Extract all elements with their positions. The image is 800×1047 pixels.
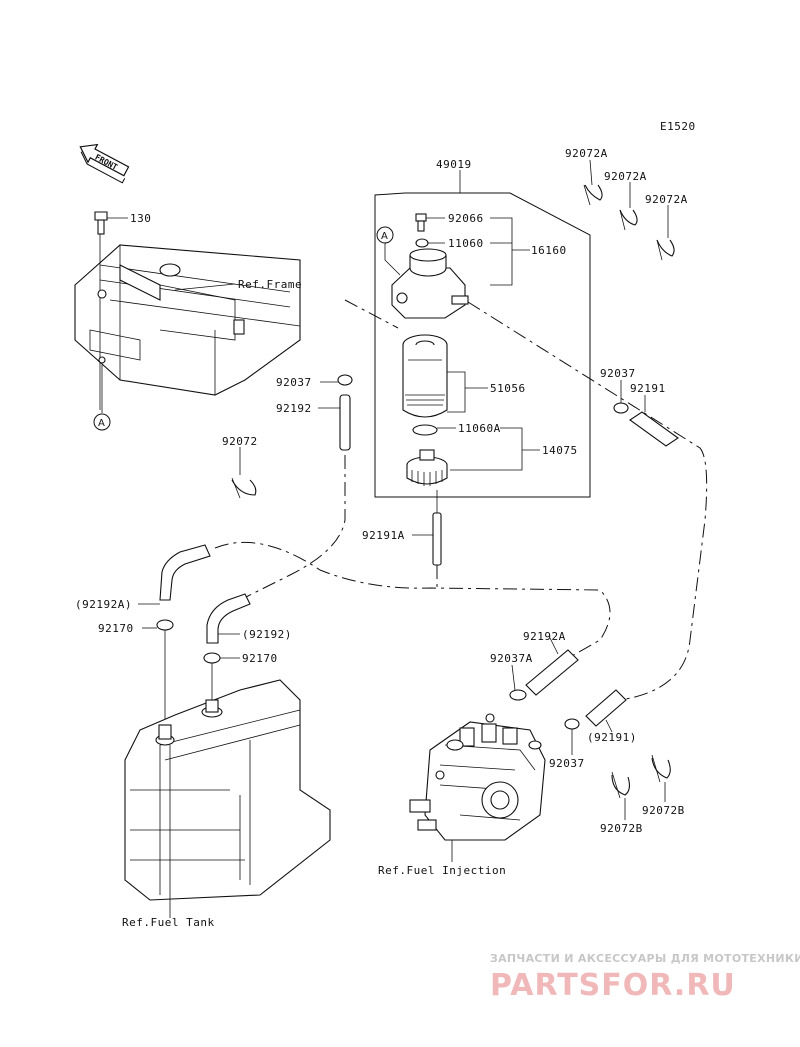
callout-ref-fuel-tank: Ref.Fuel Tank	[122, 916, 215, 929]
callout-49019: 49019	[436, 158, 472, 171]
hose-92191a	[432, 490, 442, 566]
clamp-92072b-2	[651, 754, 671, 802]
callout-92072b-1: 92072B	[600, 822, 643, 835]
filter-element-51056	[402, 334, 448, 418]
clamp-92037-bottom	[564, 718, 580, 755]
bolt-130	[94, 211, 128, 235]
clamp-92170-2	[203, 652, 240, 700]
callout-92192: 92192	[276, 402, 312, 415]
clamp-92170-1	[142, 619, 174, 722]
assembly-bracket-49019	[374, 192, 591, 498]
clamp-92037-right	[613, 380, 629, 414]
callout-92192a-paren: (92192A)	[75, 598, 132, 611]
callout-51056: 51056	[490, 382, 526, 395]
callout-14075: 14075	[542, 444, 578, 457]
fuel-line-outlet	[467, 301, 708, 701]
bolt-92066	[415, 213, 445, 232]
callout-130: 130	[130, 212, 151, 225]
callout-11060a: 11060A	[458, 422, 501, 435]
fuel-injection-pump	[409, 713, 546, 841]
callout-11060: 11060	[448, 237, 484, 250]
bowl-14075	[406, 449, 448, 486]
hose-92191-paren	[585, 689, 627, 733]
diagram-code: E1520	[660, 120, 696, 133]
washer-11060	[415, 238, 429, 248]
callout-92170-1: 92170	[98, 622, 134, 635]
callout-ref-fuel-injection: Ref.Fuel Injection	[378, 864, 506, 877]
callout-92072b-2: 92072B	[642, 804, 685, 817]
filter-head-16160	[391, 248, 469, 319]
callout-92192a: 92192A	[523, 630, 566, 643]
fuel-tank	[124, 679, 331, 901]
callout-92191: 92191	[630, 382, 666, 395]
clamp-92072	[231, 447, 257, 499]
fuel-line-return	[214, 541, 611, 661]
frame-section	[74, 230, 301, 410]
callout-92037-left: 92037	[276, 376, 312, 389]
callout-92066: 92066	[448, 212, 484, 225]
callout-92037-bottom: 92037	[549, 757, 585, 770]
callout-92072a-2: 92072A	[604, 170, 647, 183]
front-arrow-icon: FRONT	[79, 143, 130, 184]
clamp-92037-left	[320, 374, 353, 386]
watermark-brand: PARTSFOR.RU	[490, 968, 736, 1003]
callout-92191-paren: (92191)	[587, 731, 637, 744]
callout-92191a: 92191A	[362, 529, 405, 542]
marker-a-left: A	[93, 365, 111, 431]
svg-text:A: A	[381, 231, 388, 242]
fuel-line-upper	[344, 299, 399, 329]
svg-text:A: A	[98, 418, 105, 429]
callout-16160: 16160	[531, 244, 567, 257]
hose-92192a-tank	[159, 544, 211, 601]
clamp-92072a-2	[619, 182, 638, 231]
watermark-tagline: ЗАПЧАСТИ И АКСЕССУАРЫ ДЛЯ МОТОТЕХНИКИ	[490, 952, 800, 965]
callout-ref-frame: Ref.Frame	[238, 278, 302, 291]
callout-92072a-3: 92072A	[645, 193, 688, 206]
clamp-92037a	[509, 664, 527, 701]
hose-92191	[629, 395, 679, 447]
callout-92072: 92072	[222, 435, 258, 448]
clamp-92072a-3	[656, 205, 675, 261]
clamp-92072b-1	[611, 771, 631, 820]
hose-92192-tank	[206, 593, 251, 644]
hose-92192a	[525, 637, 579, 696]
callout-92072a-1: 92072A	[565, 147, 608, 160]
callout-92192-paren: (92192)	[242, 628, 292, 641]
hose-92192	[318, 394, 351, 451]
oring-11060a	[412, 424, 438, 436]
callout-92170-2: 92170	[242, 652, 278, 665]
fuel-line-inlet	[239, 455, 346, 601]
callout-92037a: 92037A	[490, 652, 533, 665]
marker-a-top: A	[376, 226, 401, 276]
clamp-92072a-1	[583, 159, 603, 206]
callout-92037-right: 92037	[600, 367, 636, 380]
